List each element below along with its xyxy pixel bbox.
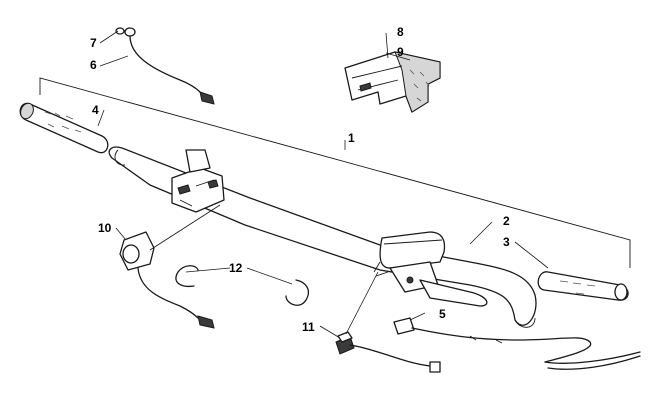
callout-1: 1 [348,131,355,145]
callout-2: 2 [503,214,510,228]
heater-cable [393,317,641,370]
callout-5: 5 [439,307,446,321]
callout-9: 9 [397,45,404,59]
callout-7: 7 [90,36,97,50]
right-grip [537,271,629,301]
master-cylinder [373,231,488,307]
assembly-bracket [39,77,631,268]
callout-11: 11 [302,320,315,334]
callout-10: 10 [98,221,112,235]
throttle-switch-wire [335,271,441,373]
switch-assembly-left [119,204,221,329]
leader-lines [97,30,549,339]
throttle-block [344,51,441,113]
clamp-rings [175,265,310,306]
callout-3: 3 [503,235,510,249]
kill-switch-wire [115,27,215,105]
left-grip [19,102,109,154]
callout-12: 12 [229,261,243,275]
callout-6: 6 [90,58,97,72]
callout-4: 4 [92,103,99,117]
left-switch-housing [171,149,225,213]
callout-8: 8 [397,25,404,39]
